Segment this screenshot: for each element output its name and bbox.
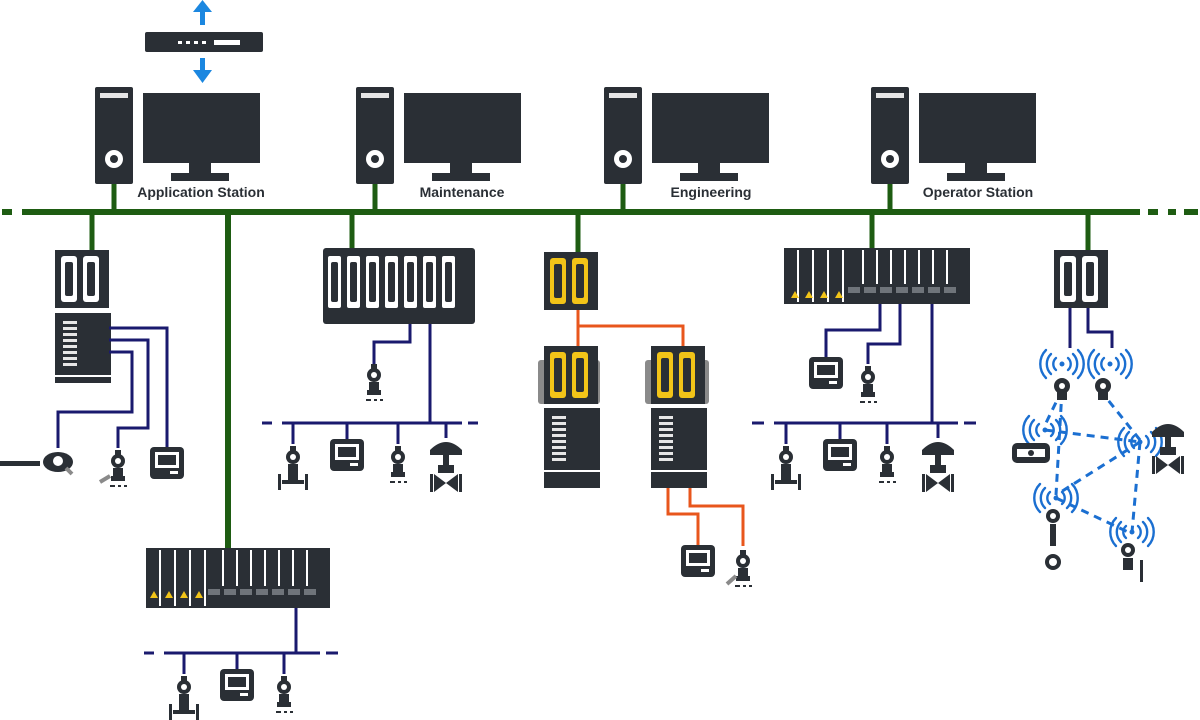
uplink-arrow-icon <box>193 0 212 25</box>
transmitter-icon <box>878 445 897 483</box>
transmitter-icon <box>1095 378 1111 400</box>
workstation-maintenance <box>356 87 521 212</box>
station-label-operator: Operator Station <box>922 184 1034 200</box>
remote-io-rack-lower <box>144 548 338 720</box>
workstation-application <box>95 87 260 212</box>
transmitter-icon <box>1121 543 1143 582</box>
flowmeter-icon <box>43 452 74 476</box>
station-label-application: Application Station <box>137 184 265 200</box>
transmitter-icon <box>275 675 294 713</box>
transmitter-icon <box>734 549 753 587</box>
wireless-signal-icon <box>1109 516 1155 548</box>
station-label-maintenance: Maintenance <box>419 184 505 200</box>
workstation-engineering <box>604 87 769 212</box>
flowmeter-icon <box>169 676 199 720</box>
transmitter-icon <box>1054 378 1070 400</box>
remote-io-rack-4 <box>752 212 976 492</box>
transmitter-icon <box>365 363 384 401</box>
display-unit-icon <box>150 447 184 479</box>
display-unit-icon <box>330 439 364 471</box>
workstation-operator <box>871 87 1036 212</box>
downlink-arrow-icon <box>193 58 212 83</box>
transmitter-icon <box>109 449 128 487</box>
flowmeter-icon <box>278 446 308 490</box>
controller-rack-2 <box>262 212 478 492</box>
display-unit-icon <box>220 669 254 701</box>
display-unit-icon <box>681 545 715 577</box>
analyzer-icon <box>1012 443 1050 463</box>
fieldbus-segment-4 <box>752 421 976 444</box>
display-unit-icon <box>823 439 857 471</box>
wireless-signal-icon <box>1039 348 1085 380</box>
control-valve-icon <box>430 442 462 492</box>
wireless-signal-icon <box>1087 348 1133 380</box>
safety-controller-node <box>538 212 753 587</box>
station-label-engineering: Engineering <box>670 184 752 200</box>
fieldbus-segment-lower <box>144 651 338 674</box>
controller-node-1 <box>0 212 184 487</box>
transmitter-icon <box>389 445 408 483</box>
fieldbus-segment-2 <box>262 421 478 444</box>
router-icon <box>145 32 263 52</box>
transmitter-icon <box>859 365 878 403</box>
wireless-gateway-node <box>1012 212 1184 582</box>
control-valve-icon <box>922 442 954 492</box>
transmitter-icon <box>1045 509 1061 570</box>
wireless-mesh-links <box>1043 389 1142 534</box>
display-unit-icon <box>809 357 843 389</box>
flowmeter-icon <box>771 446 801 490</box>
control-valve-icon <box>1152 424 1184 474</box>
